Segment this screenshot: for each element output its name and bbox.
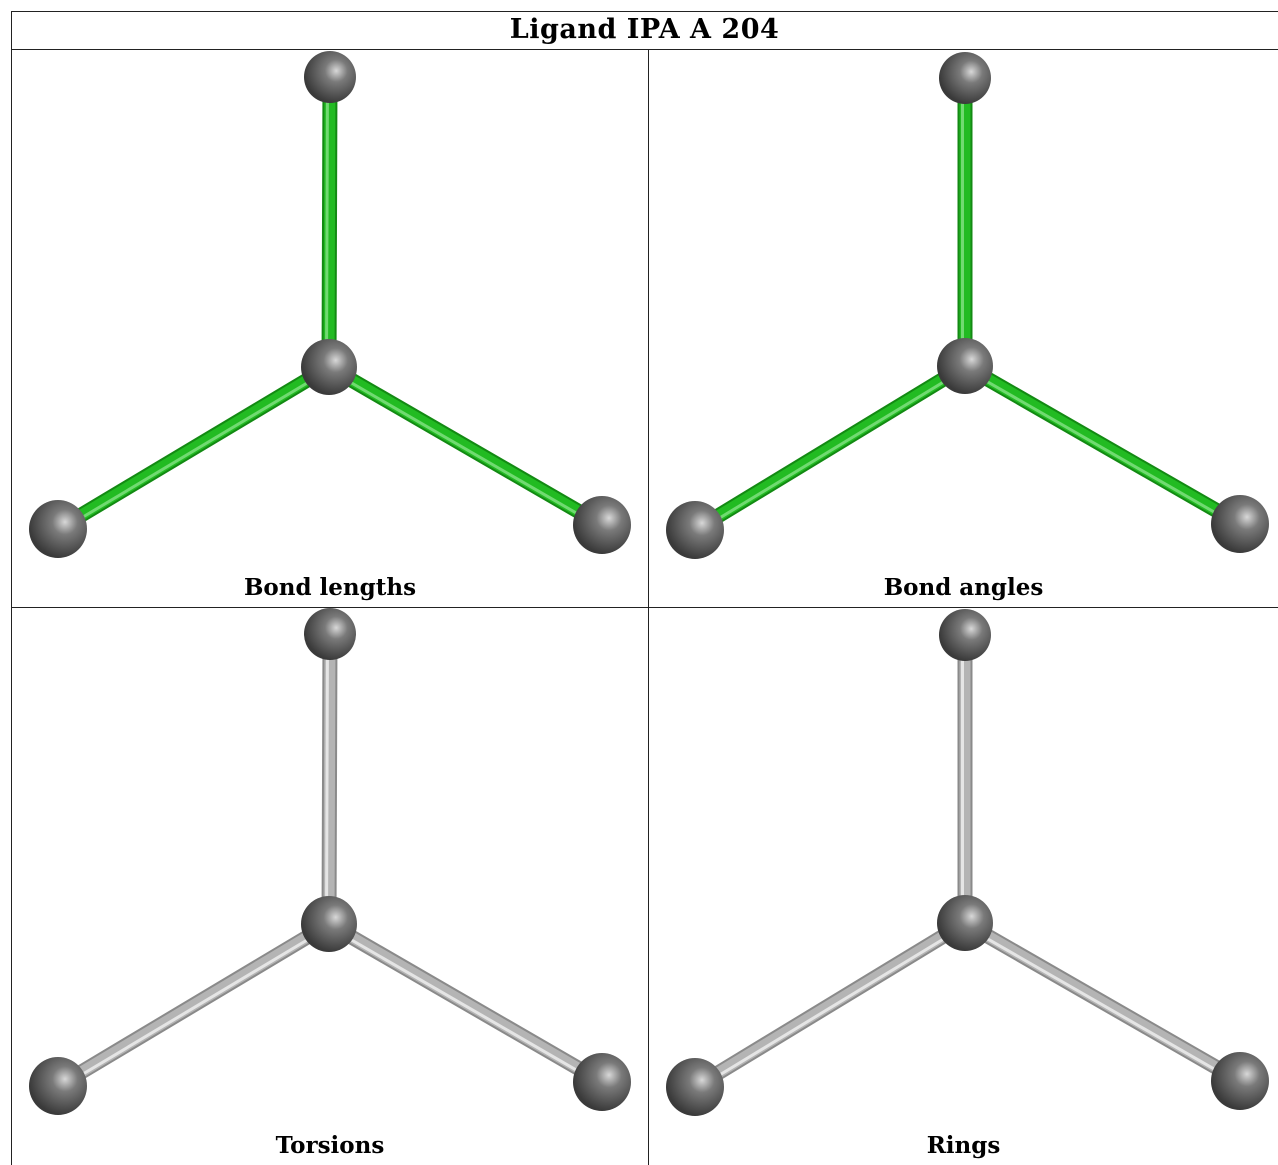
bond: [957, 358, 1248, 532]
atom: [301, 896, 357, 952]
row-divider: [11, 607, 1278, 608]
molecule-torsions: [29, 608, 631, 1115]
bond: [687, 915, 973, 1095]
panel-rings: Rings: [649, 608, 1278, 1165]
atom: [1211, 1052, 1269, 1110]
caption-bond-angles: Bond angles: [883, 574, 1044, 601]
bond: [321, 69, 338, 375]
panel-bond-angles: Bond angles: [649, 51, 1278, 607]
atom: [304, 608, 356, 660]
bond: [321, 626, 338, 932]
atoms: [666, 52, 1269, 559]
atom: [937, 895, 993, 951]
atom: [939, 609, 991, 661]
ligand-title: Ligand IPA A 204: [11, 11, 1278, 50]
atom: [666, 501, 724, 559]
molecule-rings: [666, 609, 1269, 1116]
bond: [321, 359, 610, 533]
caption-bond-lengths: Bond lengths: [243, 574, 417, 601]
atom: [1211, 495, 1269, 553]
atoms: [29, 51, 631, 558]
atom: [573, 496, 631, 554]
bonds: [687, 627, 1248, 1095]
panel-torsions: Torsions: [12, 608, 648, 1165]
atom: [937, 338, 993, 394]
bonds: [687, 70, 1248, 538]
bond: [957, 70, 973, 374]
bond: [50, 359, 337, 537]
bonds: [50, 626, 610, 1094]
atom: [304, 51, 356, 103]
atoms: [29, 608, 631, 1115]
bond: [687, 358, 973, 538]
atom: [29, 500, 87, 558]
atom: [666, 1058, 724, 1116]
bond: [321, 916, 610, 1090]
molecule-bond-lengths: [29, 51, 631, 558]
atom: [573, 1053, 631, 1111]
bond: [957, 915, 1248, 1089]
atom: [939, 52, 991, 104]
table-frame: [11, 11, 1278, 1165]
molecule-bond-angles: [666, 52, 1269, 559]
atom: [301, 339, 357, 395]
atoms: [666, 609, 1269, 1116]
bond: [957, 627, 973, 931]
atom: [29, 1057, 87, 1115]
bonds: [50, 69, 610, 537]
panel-bond-lengths: Bond lengths: [12, 51, 648, 607]
bond: [50, 916, 337, 1094]
caption-rings: Rings: [926, 1132, 1001, 1159]
caption-torsions: Torsions: [275, 1132, 385, 1159]
